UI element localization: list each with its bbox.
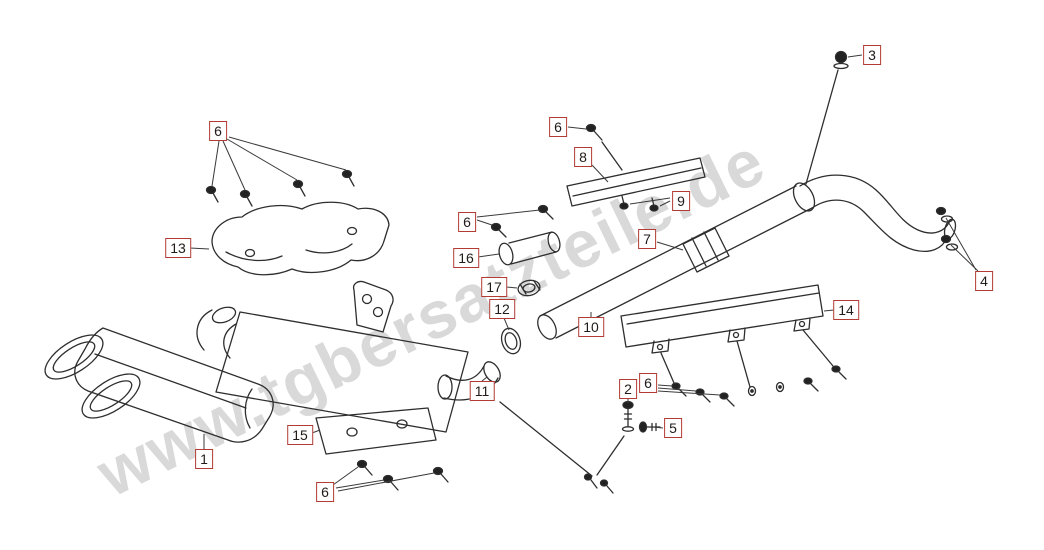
leader-line bbox=[629, 197, 671, 205]
leader-line bbox=[335, 479, 385, 489]
leader-line bbox=[657, 384, 673, 387]
leader-lines bbox=[189, 54, 979, 492]
exhaust-gasket bbox=[517, 279, 541, 297]
flange-nut bbox=[833, 50, 849, 70]
bolt-group-bottom bbox=[356, 459, 449, 491]
bolt-group-top-left bbox=[205, 169, 355, 207]
gasket-ring bbox=[500, 327, 522, 355]
header-pipe bbox=[799, 69, 957, 253]
leader-line bbox=[332, 466, 359, 486]
right-heat-shield bbox=[620, 284, 847, 407]
leader-line bbox=[823, 309, 835, 312]
shield-bolts-mid bbox=[490, 204, 554, 238]
leader-line bbox=[945, 217, 977, 271]
leader-line bbox=[311, 429, 321, 434]
leader-line bbox=[847, 54, 863, 58]
elbow-pipe bbox=[437, 361, 501, 401]
leader-line bbox=[657, 387, 697, 392]
muffler-bracket-plate bbox=[315, 407, 437, 455]
leader-line bbox=[189, 247, 210, 250]
flange-bolts bbox=[935, 206, 959, 251]
leader-line bbox=[222, 140, 246, 191]
leader-line bbox=[657, 390, 721, 396]
hanger-bolt bbox=[621, 400, 635, 432]
muffler bbox=[44, 306, 274, 443]
mid-exhaust-pipe bbox=[537, 182, 816, 340]
pipe-clamp bbox=[682, 227, 730, 273]
leader-line bbox=[659, 200, 671, 207]
left-heat-shield bbox=[211, 201, 390, 276]
leader-line bbox=[567, 126, 587, 130]
upper-heat-shield bbox=[566, 123, 706, 212]
leader-line bbox=[226, 138, 298, 181]
leader-line bbox=[476, 219, 493, 226]
small-screws bbox=[499, 401, 625, 494]
leader-line bbox=[503, 317, 510, 331]
leader-line bbox=[652, 426, 664, 429]
leader-line bbox=[656, 241, 684, 251]
leader-line bbox=[476, 209, 541, 218]
leader-line bbox=[481, 376, 488, 382]
mounting-panel bbox=[215, 280, 469, 433]
leader-line bbox=[211, 140, 220, 187]
leader-line bbox=[228, 136, 347, 171]
leader-line bbox=[591, 164, 609, 183]
leader-line bbox=[477, 253, 500, 258]
leader-line bbox=[337, 472, 435, 492]
leader-line bbox=[505, 286, 518, 289]
connector-sleeve bbox=[498, 231, 561, 266]
